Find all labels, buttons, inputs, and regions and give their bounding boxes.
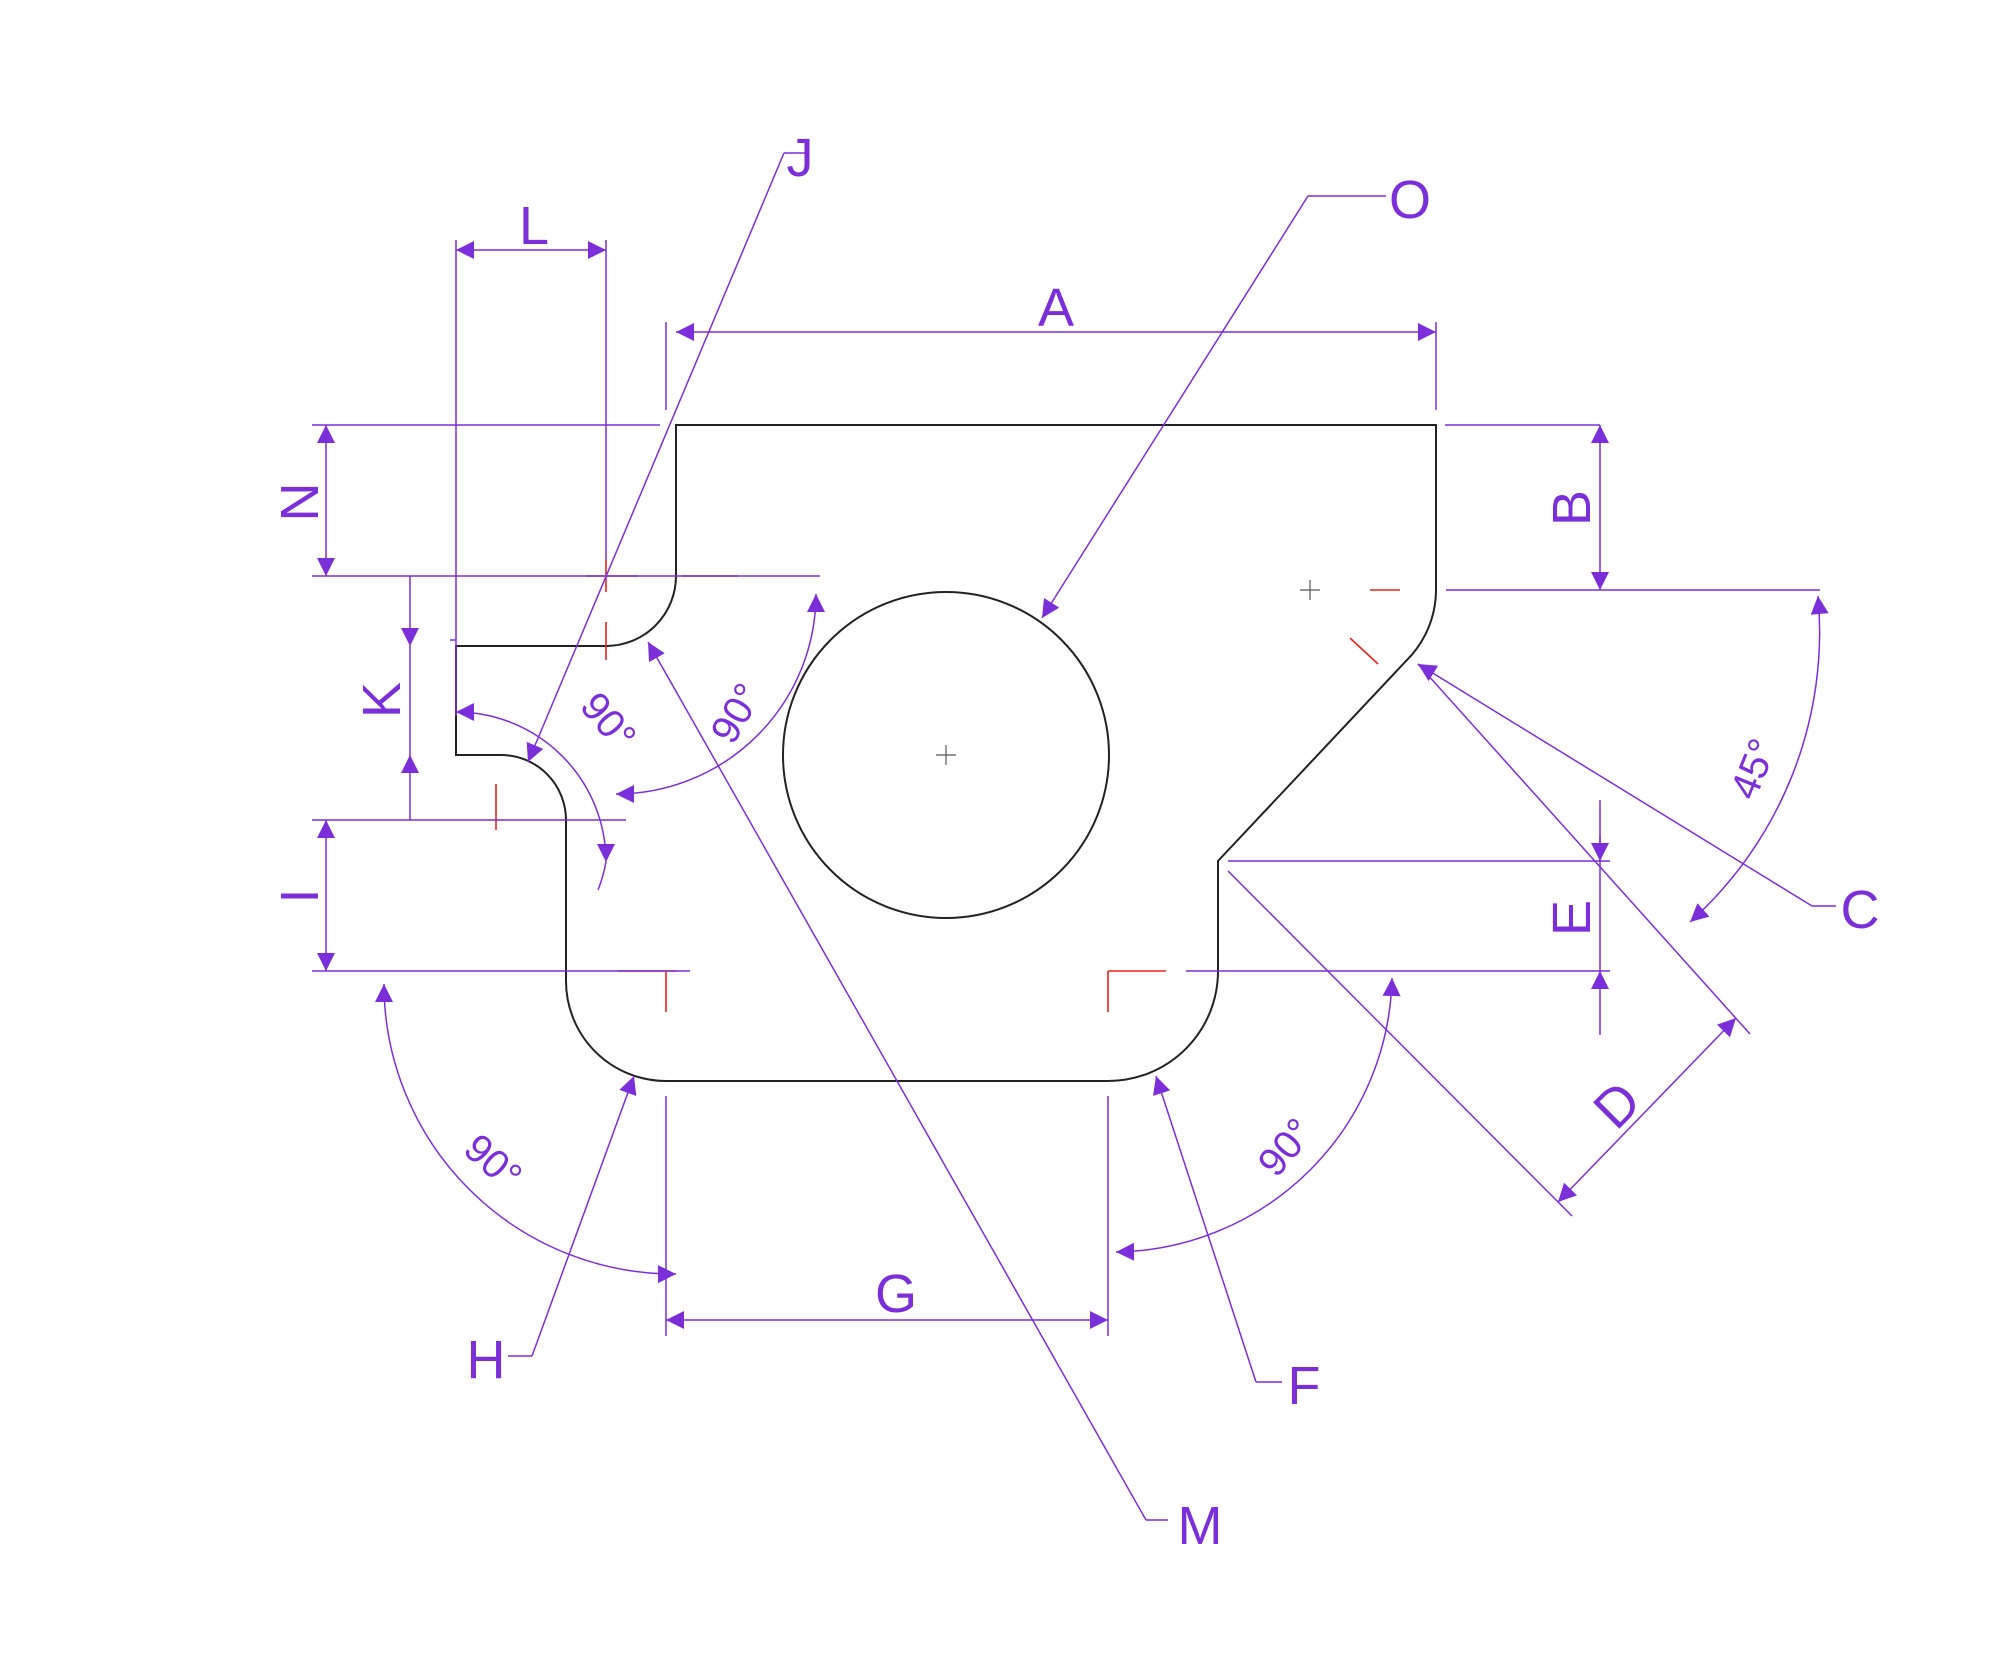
leader-h: H [467, 1075, 637, 1390]
angle-label-m-corner: 90° [703, 676, 771, 750]
angle-f-corner: 90° [1115, 977, 1401, 1261]
leader-j: J [526, 128, 814, 763]
leader-c: C [1417, 663, 1880, 940]
dimension-e: E [1542, 800, 1609, 1035]
dimension-a: A [676, 278, 1436, 341]
label-b: B [1542, 490, 1602, 526]
angle-chamfer: 45° [1689, 595, 1829, 923]
label-n: N [270, 483, 330, 522]
label-e: E [1542, 900, 1602, 936]
angle-j-corner: 90° [455, 684, 645, 891]
center-lines [495, 560, 1400, 1012]
extension-lines [312, 240, 1820, 1336]
label-i: I [270, 888, 330, 903]
label-j: J [787, 128, 814, 188]
angle-label-chamfer: 45° [1722, 733, 1785, 806]
angle-h-corner: 90° [375, 983, 677, 1284]
label-l: L [519, 196, 549, 256]
label-h: H [467, 1330, 506, 1390]
label-o: O [1389, 170, 1431, 230]
dimension-b: B [1542, 425, 1609, 590]
label-d: D [1582, 1070, 1652, 1140]
label-f: F [1288, 1356, 1321, 1416]
leader-o: O [1041, 170, 1431, 619]
dimension-d: D [1557, 1017, 1737, 1203]
angle-label-j-corner: 90° [572, 684, 645, 759]
dimension-g: G [666, 1264, 1108, 1329]
part-outline [455, 424, 1437, 1082]
label-a: A [1038, 278, 1074, 338]
label-c: C [1841, 880, 1880, 940]
angle-label-f-corner: 90° [1250, 1110, 1323, 1185]
leader-m: M [647, 641, 1223, 1556]
dimension-l: L [456, 196, 606, 259]
dimension-i: I [270, 820, 335, 971]
leader-f: F [1153, 1075, 1321, 1416]
dimension-k: K [352, 576, 419, 820]
label-m: M [1178, 1496, 1223, 1556]
label-k: K [352, 682, 412, 718]
label-g: G [875, 1264, 917, 1324]
angle-m-corner: 90° [615, 593, 825, 803]
angle-label-h-corner: 90° [455, 1126, 529, 1199]
dimension-n: N [270, 425, 335, 576]
